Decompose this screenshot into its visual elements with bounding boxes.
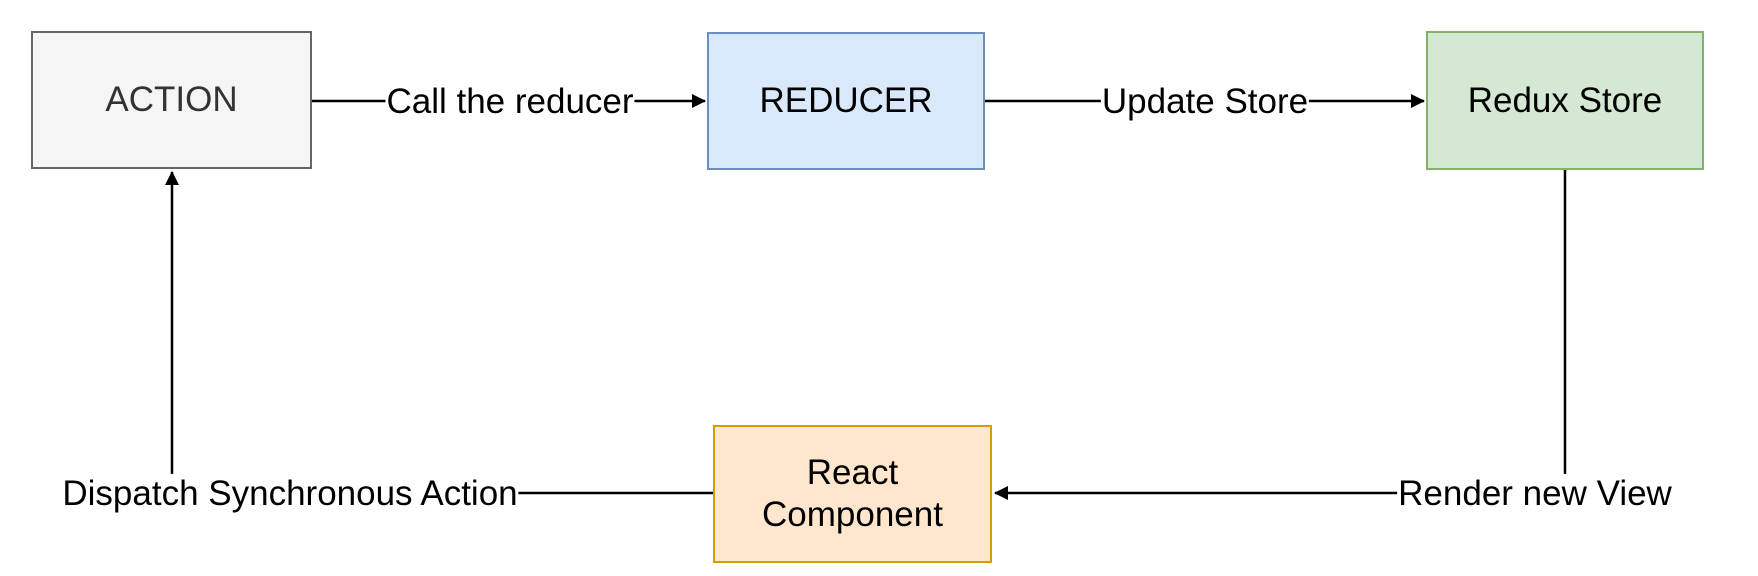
node-redux-store-label: Redux Store xyxy=(1467,80,1663,120)
edge-component-to-action xyxy=(165,171,713,495)
edge-label-render-new-view: Render new View xyxy=(1397,473,1673,515)
node-react-component: React Component xyxy=(713,425,992,563)
node-reducer-label: REDUCER xyxy=(759,81,933,120)
node-action-label: ACTION xyxy=(105,80,238,119)
edge-label-update-store: Update Store xyxy=(1100,81,1310,123)
node-redux-store: Redux Store xyxy=(1426,31,1704,170)
node-react-component-label: React Component xyxy=(762,453,943,534)
node-reducer: REDUCER xyxy=(707,32,985,170)
edge-store-to-component xyxy=(994,170,1567,500)
edge-label-dispatch-synchronous-action: Dispatch Synchronous Action xyxy=(61,473,519,515)
edge-label-call-the-reducer: Call the reducer xyxy=(385,81,635,123)
node-action: ACTION xyxy=(31,31,312,169)
